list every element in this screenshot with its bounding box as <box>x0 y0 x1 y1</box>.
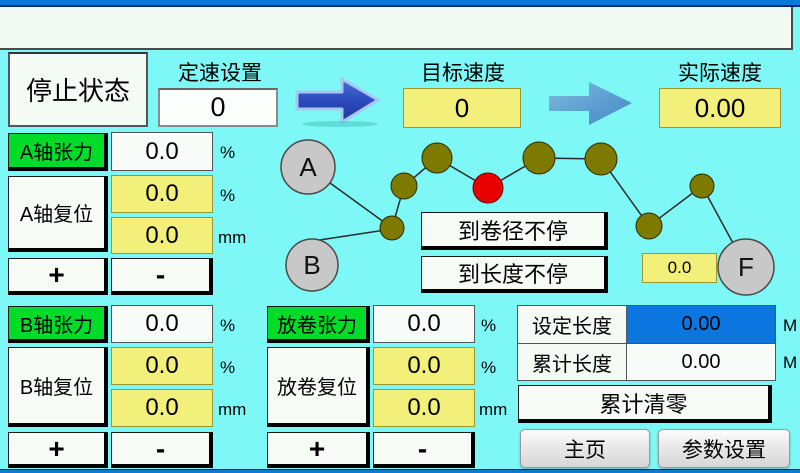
web-line-b <box>312 228 393 242</box>
axis-a-tension-value: 0.0 <box>111 132 213 171</box>
roll-b-label: B <box>303 250 320 280</box>
axis-b-plus-button[interactable]: + <box>8 432 108 468</box>
axis-a-reset-mm-field[interactable]: 0.0 <box>111 217 213 254</box>
axis-b-tension-button[interactable]: B轴张力 <box>8 306 108 343</box>
arrow-right-icon-2 <box>549 82 632 125</box>
actual-speed-field: 0.00 <box>659 88 781 128</box>
home-button[interactable]: 主页 <box>520 429 650 468</box>
roll-f-label: F <box>738 252 754 282</box>
unwind-plus-button[interactable]: + <box>267 432 370 468</box>
set-length-label: 设定长度 <box>517 305 627 344</box>
dancer-roller-red <box>472 172 504 204</box>
bottom-bar <box>0 469 800 473</box>
axis-a-reset-pct-unit: % <box>220 186 236 205</box>
axis-a-minus-button[interactable]: - <box>111 258 213 295</box>
axis-b-reset-button[interactable]: B轴复位 <box>8 347 108 427</box>
unwind-tension-value: 0.0 <box>373 305 475 343</box>
guide-roller <box>689 173 715 199</box>
target-speed-label: 目标速度 <box>421 62 505 85</box>
unwind-reset-mm-field[interactable]: 0.0 <box>373 389 475 427</box>
axis-b-tension-value: 0.0 <box>111 305 213 343</box>
axis-a-reset-mm-unit: mm <box>218 228 247 247</box>
axis-a-reset-pct-field[interactable]: 0.0 <box>111 175 213 213</box>
guide-roller <box>421 142 453 174</box>
axis-b-minus-button[interactable]: - <box>111 432 213 468</box>
axis-a-plus-button[interactable]: + <box>8 258 108 295</box>
target-speed-field[interactable]: 0 <box>403 88 521 128</box>
actual-speed-label: 实际速度 <box>678 62 762 85</box>
arrow-right-icon <box>295 77 380 127</box>
no-stop-at-length-button[interactable]: 到长度不停 <box>421 256 608 293</box>
roll-a-label: A <box>299 152 317 182</box>
speed-set-label: 定速设置 <box>178 62 262 85</box>
axis-a-reset-button[interactable]: A轴复位 <box>8 176 108 252</box>
roll-f-circle <box>717 238 775 296</box>
f-roll-diameter-field[interactable]: 0.0 <box>642 253 717 283</box>
guide-roller <box>635 212 663 240</box>
unwind-reset-button[interactable]: 放卷复位 <box>267 347 370 427</box>
guide-roller <box>379 215 405 241</box>
unwind-reset-pct-field[interactable]: 0.0 <box>373 347 475 385</box>
total-length-field: 0.00 <box>626 343 776 381</box>
guide-roller <box>584 142 618 176</box>
axis-b-reset-pct-unit: % <box>220 358 236 377</box>
axis-b-reset-mm-unit: mm <box>218 400 247 419</box>
unwind-tension-unit: % <box>481 316 497 335</box>
top-message-panel <box>0 7 793 50</box>
guide-roller <box>522 141 556 175</box>
axis-b-reset-mm-field[interactable]: 0.0 <box>111 389 213 427</box>
guide-roller <box>390 172 418 200</box>
axis-a-tension-unit: % <box>220 143 236 162</box>
machine-status-box: 停止状态 <box>8 52 148 127</box>
speed-set-input[interactable]: 0 <box>158 88 278 127</box>
axis-b-tension-unit: % <box>220 316 236 335</box>
unwind-reset-mm-unit: mm <box>479 400 508 419</box>
axis-b-reset-pct-field[interactable]: 0.0 <box>111 347 213 385</box>
title-bar <box>0 0 800 7</box>
roll-b-circle <box>285 238 339 292</box>
clear-total-button[interactable]: 累计清零 <box>518 385 772 423</box>
total-length-label: 累计长度 <box>517 343 627 381</box>
set-length-field[interactable]: 0.00 <box>626 305 776 344</box>
total-length-unit: M <box>783 353 798 372</box>
unwind-tension-button[interactable]: 放卷张力 <box>267 306 370 343</box>
roll-a-circle <box>280 139 336 195</box>
parameter-settings-button[interactable]: 参数设置 <box>658 429 790 468</box>
set-length-unit: M <box>783 316 798 335</box>
unwind-reset-pct-unit: % <box>481 358 497 377</box>
unwind-minus-button[interactable]: - <box>373 432 475 468</box>
no-stop-at-diameter-button[interactable]: 到卷径不停 <box>421 212 608 250</box>
axis-a-tension-button[interactable]: A轴张力 <box>8 133 108 171</box>
